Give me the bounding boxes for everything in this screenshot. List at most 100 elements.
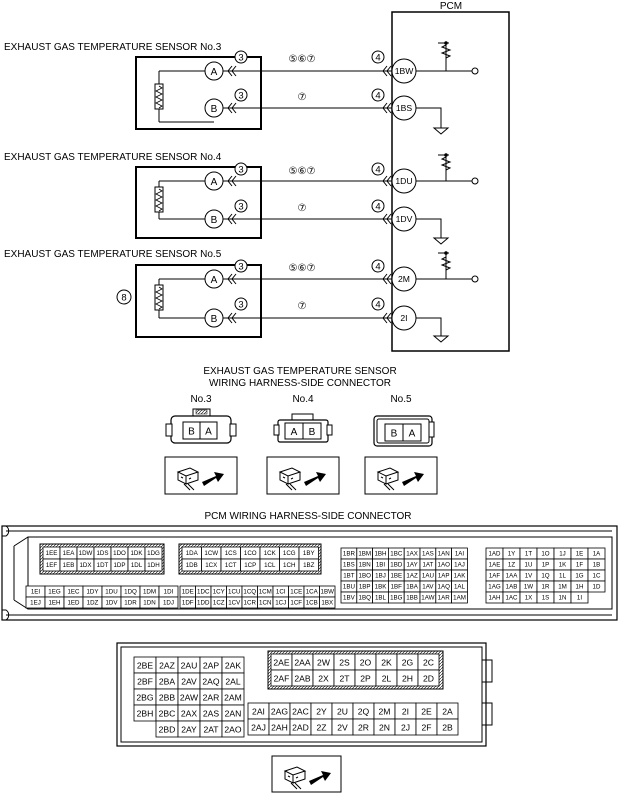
sensor-5-pin-b: B xyxy=(211,314,218,325)
connector-no3-pin-1: B xyxy=(188,427,195,438)
pin-label: 2Q xyxy=(358,706,370,716)
pin-label: 1A xyxy=(593,551,601,558)
pin-label: 1V xyxy=(525,573,533,580)
pin-label: 1BB xyxy=(406,595,418,602)
pin-label: 2M xyxy=(379,706,391,716)
sensor-5-pin-a: A xyxy=(211,275,218,286)
pin-label: 1DI xyxy=(164,589,174,596)
pin-label: 1Y xyxy=(508,551,516,558)
pin-label: 1BS xyxy=(343,562,355,569)
pin-label: 1BH xyxy=(374,551,386,558)
pin-label: 1EB xyxy=(63,562,75,569)
pin-label: 1BQ xyxy=(359,595,372,602)
pin-label: 1AY xyxy=(406,562,417,569)
pin-label: 1CW xyxy=(204,550,218,557)
pin-label: 1CL xyxy=(264,562,276,569)
pin-label: 1DP xyxy=(113,562,125,569)
pin-label: 2G xyxy=(402,657,414,667)
pin-label: 2AR xyxy=(203,692,220,702)
pin-label: 1CZ xyxy=(213,600,225,607)
sensor-5-wire-a-mid: ⑤⑥⑦ xyxy=(289,263,316,274)
pin-label: 1F xyxy=(576,562,583,569)
pin-label: 2J xyxy=(401,722,410,732)
pin-label: 1BA xyxy=(406,584,419,591)
pin-label: 1DN xyxy=(143,600,155,607)
pin-label: 1DL xyxy=(131,562,143,569)
pin-label: 1DD xyxy=(197,600,210,607)
pin-label: 1CK xyxy=(264,550,277,557)
sensor-5-wire-a-right: 4 xyxy=(375,262,380,273)
pin-label: 1AA xyxy=(506,573,519,580)
pin-label: 1DZ xyxy=(87,600,99,607)
pin-label: 1AQ xyxy=(438,584,451,591)
pin-label: 1AR xyxy=(438,595,451,602)
pin-label: 1AL xyxy=(454,584,466,591)
pin-cell xyxy=(221,720,245,738)
connector-no4-pin-1: A xyxy=(291,427,298,438)
connector-no5-label: No.5 xyxy=(390,394,412,405)
pin-label: 2F xyxy=(421,722,431,732)
pin-cell xyxy=(319,596,336,609)
sensor-5-wire-b-left: 3 xyxy=(238,300,243,311)
pin-label: 1AT xyxy=(422,562,433,569)
pin-label: 2BB xyxy=(159,692,176,702)
pin-label: 2W xyxy=(317,657,331,667)
sensor-5-thermistor xyxy=(154,284,164,311)
pin-label: 1CY xyxy=(213,589,225,596)
pin-label: 1DJ xyxy=(163,600,174,607)
sensor-4-wire-a-right: 4 xyxy=(375,165,380,176)
pin-label: 2BG xyxy=(136,692,154,702)
pin-label: 1J xyxy=(559,551,566,558)
pin-label: 1AP xyxy=(438,573,450,580)
pin-label: 1CI xyxy=(276,589,286,596)
pin-cell xyxy=(570,591,589,604)
pin-label: 1CR xyxy=(244,600,257,607)
pin-label: 2AG xyxy=(271,706,289,716)
pin-label: 2AL xyxy=(225,676,241,686)
pin-label: 1E xyxy=(576,551,584,558)
pin-label: 1DU xyxy=(105,589,117,596)
pin-label: 1DQ xyxy=(124,589,137,596)
connector-no5-plug-icon xyxy=(376,467,424,491)
pin-label: 1DM xyxy=(143,589,156,596)
pin-label: 2D xyxy=(423,673,434,683)
pin-label: 1DW xyxy=(79,550,93,557)
pin-label: 1DX xyxy=(79,562,91,569)
pin-label: 2AQ xyxy=(202,676,220,686)
pin-label: 2AC xyxy=(292,706,309,716)
pin-label: 2C xyxy=(423,657,434,667)
pin-label: 1CP xyxy=(244,562,256,569)
pin-label: 1Z xyxy=(508,562,515,569)
pin-label: 2AE xyxy=(273,657,290,667)
pin-label: 1BT xyxy=(343,573,355,580)
pin-label: 2AH xyxy=(271,722,288,732)
pin-label: 1BY xyxy=(303,550,315,557)
pin-label: 1AC xyxy=(505,595,518,602)
sensor-5-wire-b-mid: ⑦ xyxy=(298,301,307,312)
pin-label: 1AI xyxy=(455,551,465,558)
pin-label: 1BK xyxy=(375,584,388,591)
pin-label: 1P xyxy=(542,562,550,569)
pin-label: 2Z xyxy=(316,722,326,732)
connector-no4-plug-icon xyxy=(278,467,326,491)
connector-no3-label: No.3 xyxy=(190,394,212,405)
pin-label: 1CM xyxy=(259,589,272,596)
pin-label: 1BI xyxy=(376,562,386,569)
pin-cell xyxy=(144,558,163,572)
pin-label: 1AS xyxy=(422,551,434,558)
sensor-3-wire-a-right: 4 xyxy=(375,53,380,64)
connector-no3-plug-icon xyxy=(176,467,224,491)
pin-label: 2AO xyxy=(224,724,242,734)
sensor-3-term-a: 1BW xyxy=(395,66,415,76)
pcm-label: PCM xyxy=(440,1,462,12)
sensor-5-term-a: 2M xyxy=(398,274,410,284)
pin-label: 1BG xyxy=(390,595,403,602)
pin-label: 1BW xyxy=(321,589,335,596)
pin-label: 1ED xyxy=(67,600,80,607)
sensor-4-wire-b-mid: ⑦ xyxy=(298,203,307,214)
harness-connector-no3: No.3 B A xyxy=(164,394,238,495)
pin-label: 2AJ xyxy=(251,722,266,732)
sensor-4-circuit: EXHAUST GAS TEMPERATURE SENSOR No.4 A B … xyxy=(4,152,479,245)
